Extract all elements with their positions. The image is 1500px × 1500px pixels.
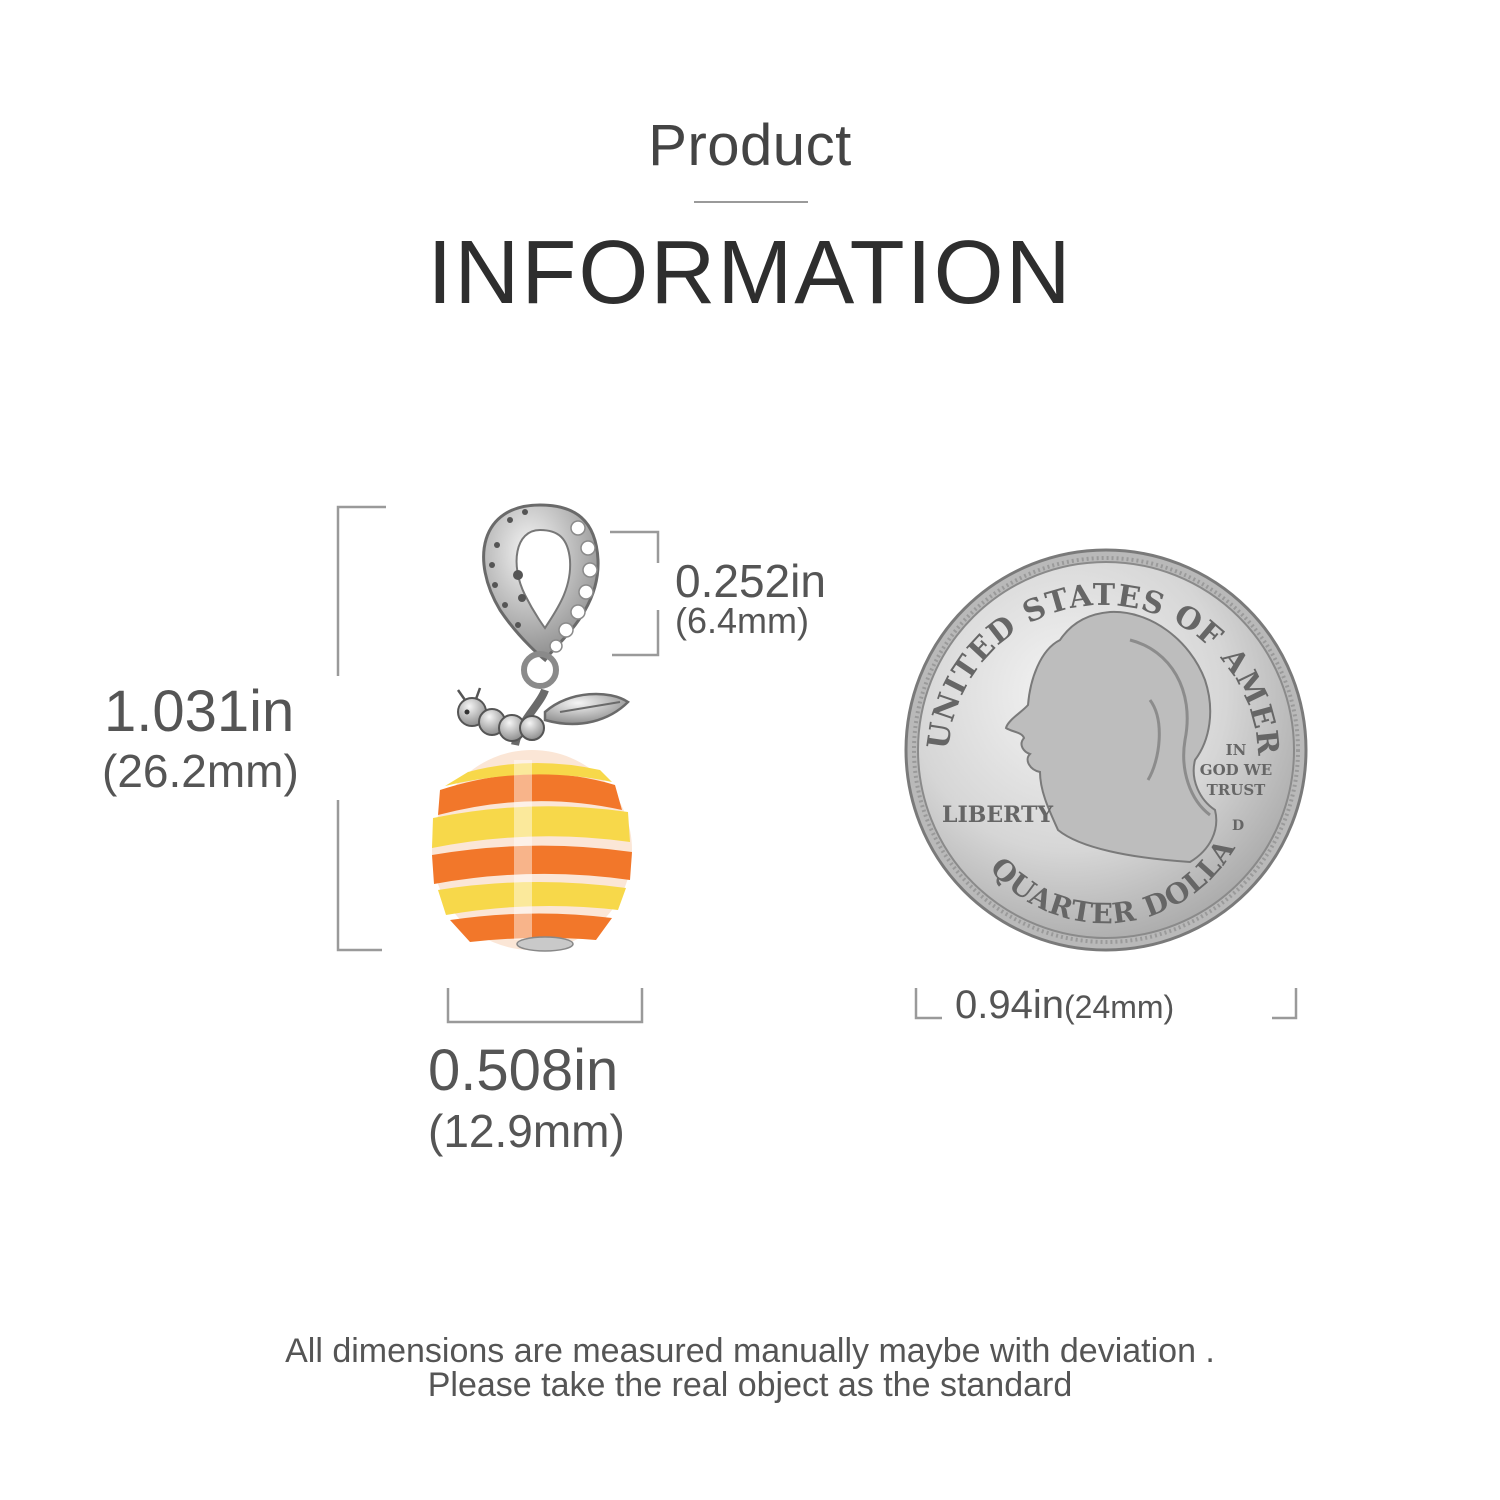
height-bracket [336, 505, 386, 952]
width-bracket [446, 988, 644, 1024]
height-mm-label: (26.2mm) [102, 745, 299, 797]
title-divider [694, 201, 808, 203]
quarter-coin-image: UNITED STATES OF AMERICA QUARTER DOLLAR … [0, 0, 1308, 952]
footer-note-line-1: All dimensions are measured manually may… [285, 1332, 1215, 1370]
coin-motto-3: TRUST [1207, 781, 1267, 799]
charm-pendant [432, 503, 632, 952]
footer-note-line-2: Please take the real object as the stand… [427, 1366, 1073, 1404]
height-inch-label: 1.031in [104, 679, 295, 744]
page-title: INFORMATION [427, 223, 1073, 323]
product-subtitle: Product [648, 113, 852, 178]
coin-size-label: 0.94in(24mm) [955, 985, 1174, 1025]
coin-bracket [914, 988, 1298, 1020]
bail-bracket [610, 530, 660, 657]
coin-motto-2: GOD WE [1200, 761, 1272, 779]
coin-inch-label: 0.94in [955, 983, 1064, 1027]
coin-liberty: LIBERTY [942, 802, 1053, 828]
coin-mint-mark: D [1232, 818, 1244, 834]
coin-mm-label: (24mm) [1063, 989, 1175, 1025]
width-mm-label: (12.9mm) [428, 1105, 625, 1157]
bail-mm-label: (6.4mm) [675, 600, 809, 641]
bail-inch-label: 0.252in [675, 555, 826, 607]
coin-motto-1: IN [1226, 741, 1247, 759]
width-inch-label: 0.508in [428, 1038, 619, 1103]
